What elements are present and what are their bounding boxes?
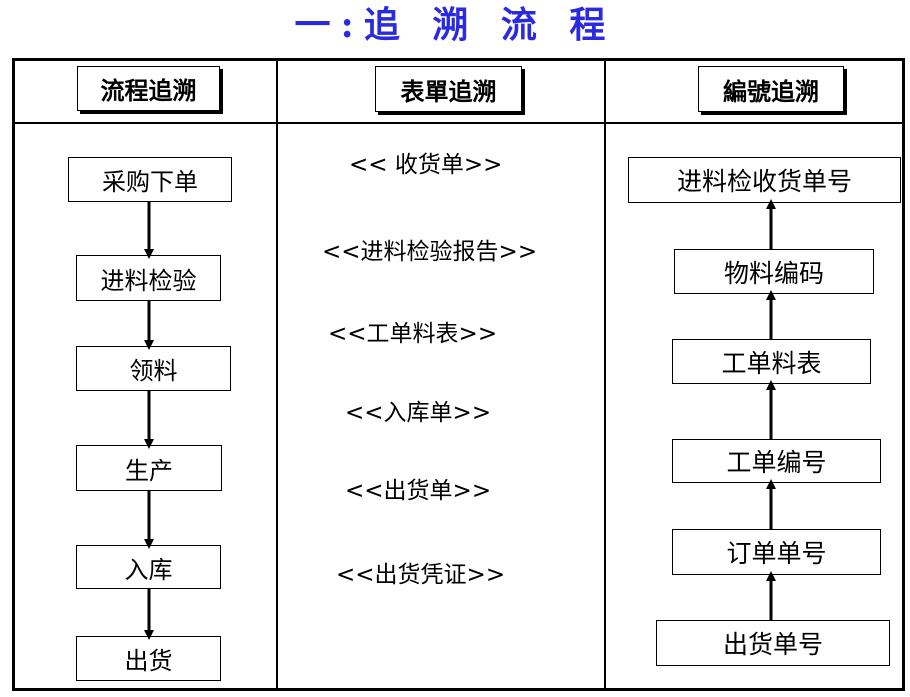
process-step-purchase-order: 采购下单 — [68, 157, 232, 202]
header-process-trace: 流程追溯 — [77, 66, 220, 111]
process-step-production: 生产 — [76, 445, 222, 491]
number-step-work-order-number: 工单编号 — [672, 439, 881, 483]
column-divider-1 — [276, 58, 278, 691]
column-divider-2 — [604, 58, 606, 691]
header-document-trace: 表單追溯 — [375, 66, 522, 112]
number-step-receiving-number: 进料检收货单号 — [628, 157, 901, 203]
table-frame — [12, 58, 905, 691]
process-step-shipment: 出货 — [76, 636, 221, 681]
doc-receiving-note: << 收货单>> — [349, 152, 503, 178]
doc-incoming-inspection-report: <<进料检验报告>> — [322, 239, 538, 265]
process-step-material-issue: 领料 — [76, 346, 231, 391]
number-step-sales-order-number: 订单单号 — [672, 529, 881, 575]
doc-warehouse-entry: <<入库单>> — [345, 400, 492, 426]
header-number-trace: 編號追溯 — [698, 66, 844, 112]
doc-shipping-voucher: <<出货凭证>> — [336, 562, 506, 588]
number-step-work-order-bom: 工单料表 — [672, 339, 871, 384]
doc-shipping-note: <<出货单>> — [345, 478, 492, 504]
number-step-shipping-number: 出货单号 — [656, 620, 890, 666]
header-divider — [12, 122, 905, 124]
process-step-warehousing: 入库 — [76, 545, 221, 589]
doc-work-order-bom: <<工单料表>> — [328, 321, 498, 347]
page-title: 一:追 溯 流 程 — [294, 4, 616, 46]
